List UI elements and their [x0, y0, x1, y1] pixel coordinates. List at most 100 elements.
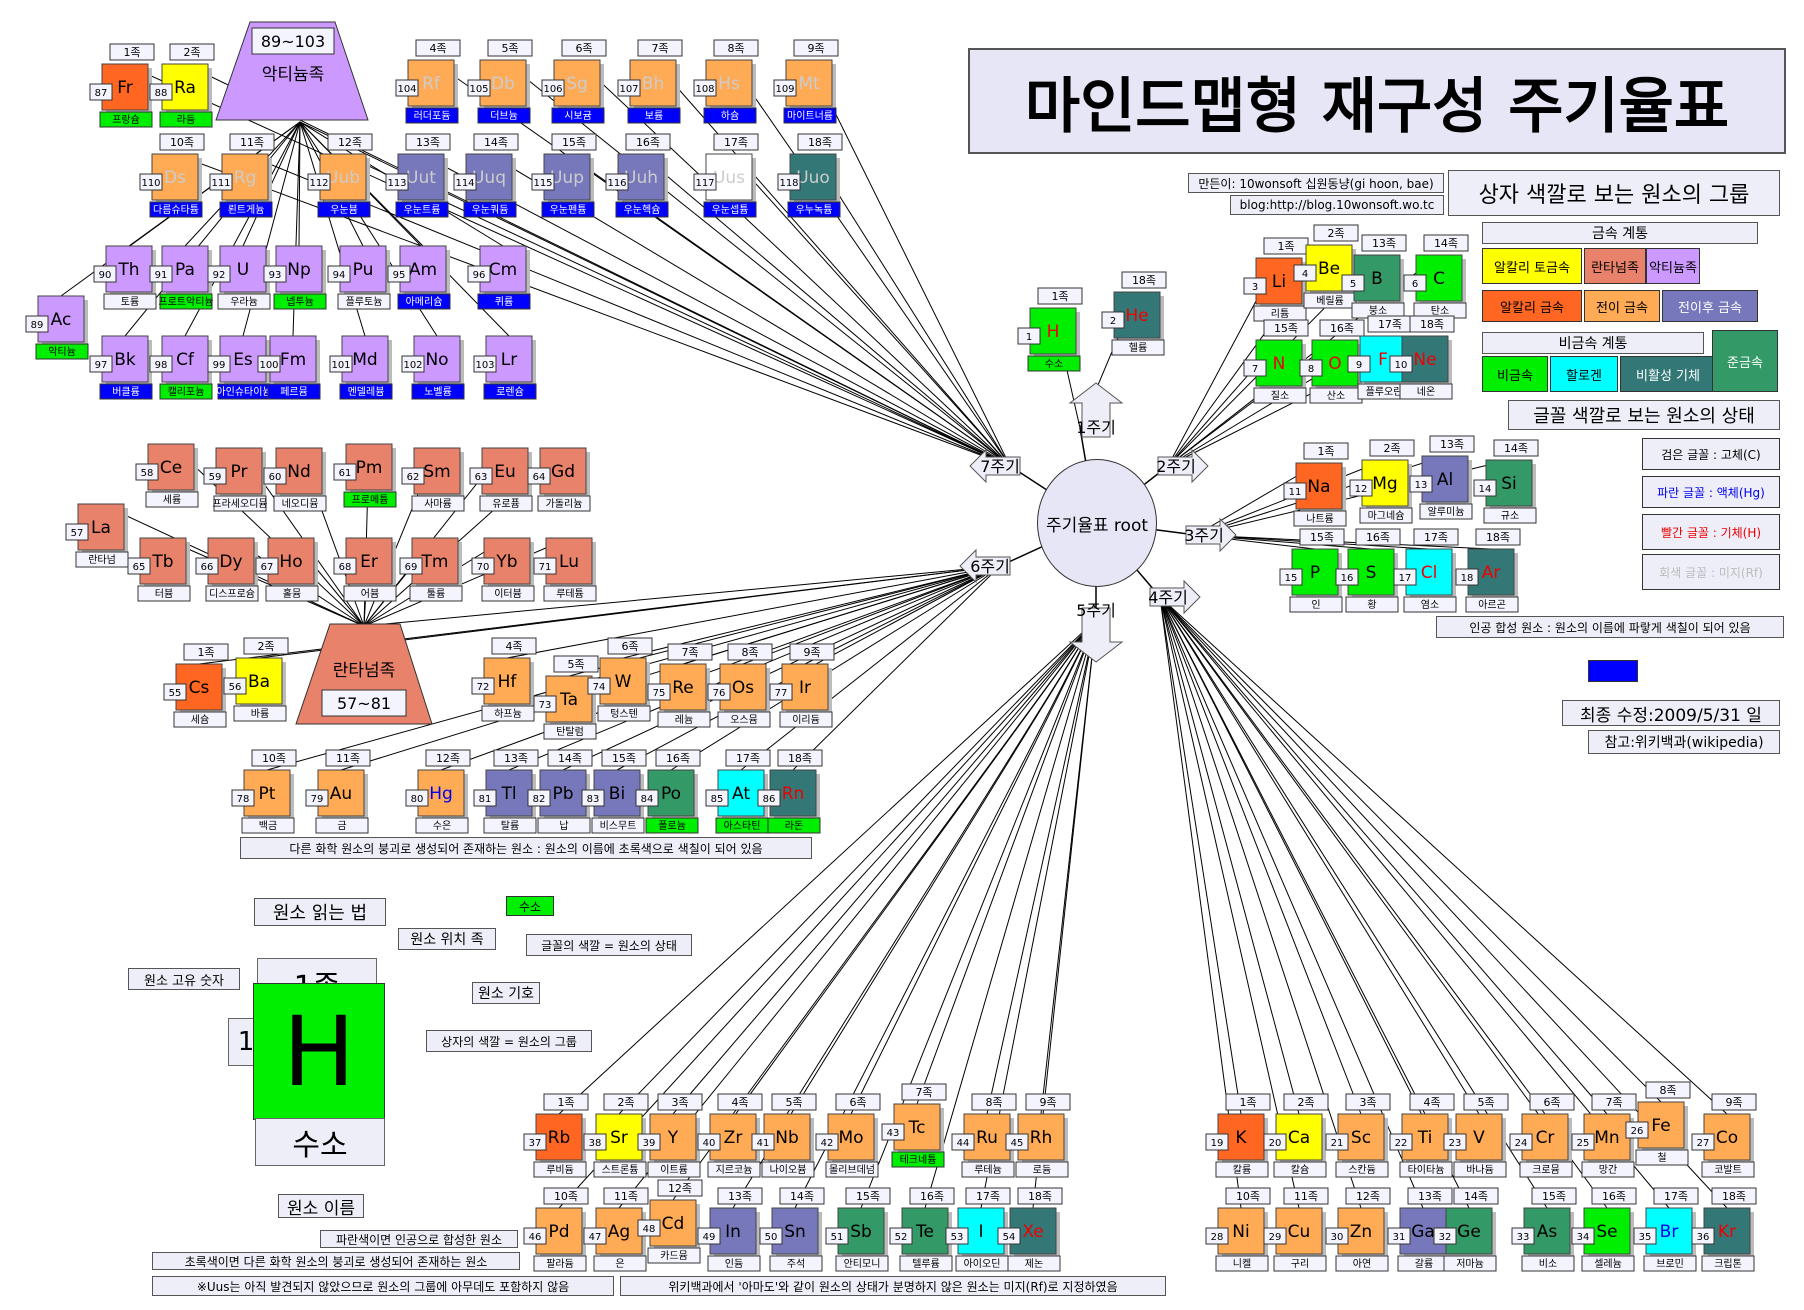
root-node[interactable]: 주기율표 root: [1037, 459, 1157, 587]
period-arrow-p6[interactable]: [959, 548, 1011, 584]
period-arrow-p5[interactable]: [1068, 607, 1124, 663]
blog-link[interactable]: blog:http://blog.10wonsoft.wo.tc: [1230, 195, 1444, 215]
period-arrow-p7[interactable]: [969, 448, 1021, 484]
period-arrow-p4[interactable]: [1149, 579, 1201, 615]
period-arrow-p3[interactable]: [1185, 517, 1237, 553]
period-arrow-p2[interactable]: [1157, 448, 1209, 484]
period-arrow-p1[interactable]: [1068, 382, 1124, 438]
